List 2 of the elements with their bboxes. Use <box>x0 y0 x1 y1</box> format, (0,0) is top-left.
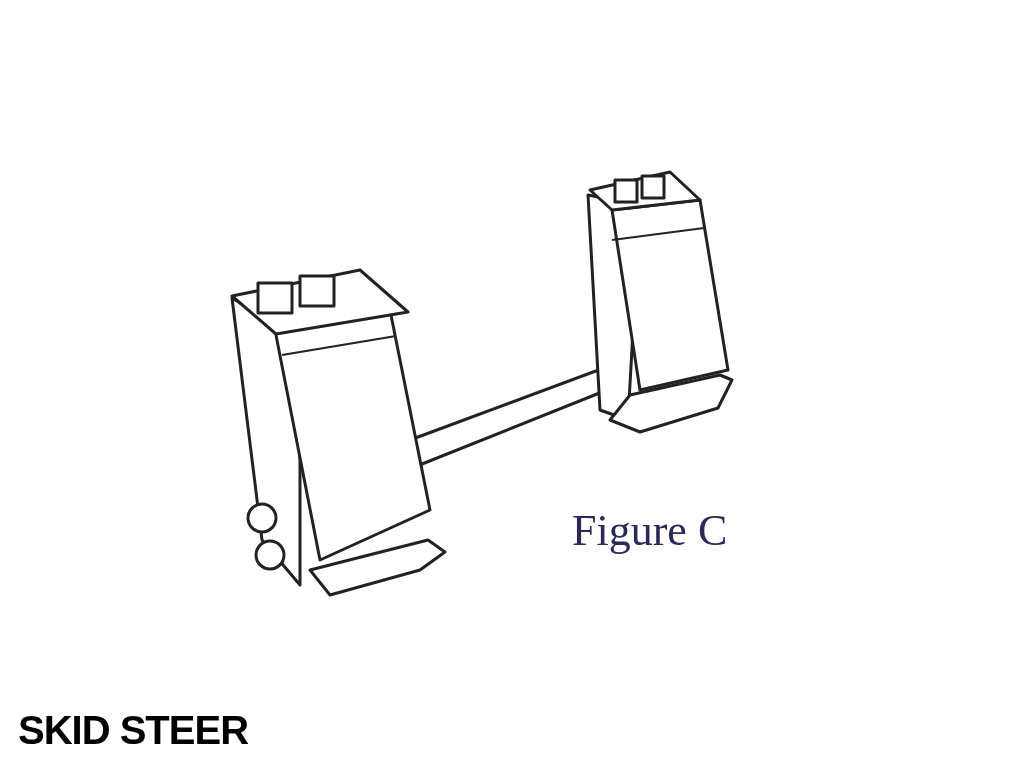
title-label: SKID STEER <box>18 707 249 754</box>
figure-caption: Figure C <box>572 505 728 557</box>
